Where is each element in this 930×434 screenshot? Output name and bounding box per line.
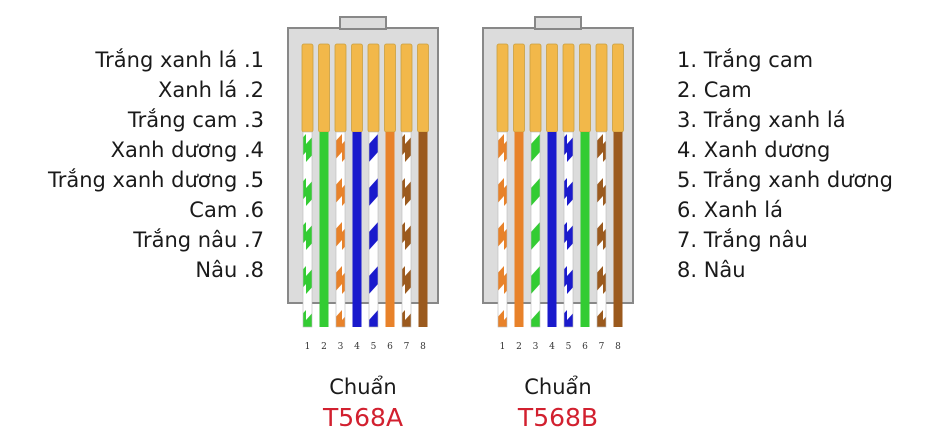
t568b-wire-2: 2 [513, 43, 525, 352]
left-label-5: Trắng xanh dương .5 [47, 168, 264, 192]
pin-number: 4 [354, 342, 360, 352]
wire-blue-solid [547, 132, 557, 327]
pin-number: 7 [404, 342, 410, 352]
t568b-wire-3: 3 [529, 43, 542, 352]
t568a-wire-3: 3 [334, 43, 347, 352]
connector-latch-tab [339, 16, 387, 30]
wire-green-white-striped [302, 131, 313, 328]
wire-orange-white-striped [497, 131, 508, 328]
t568a-wire-7: 7 [400, 43, 413, 352]
pin-number: 3 [338, 342, 344, 352]
pin-number: 1 [500, 342, 506, 352]
right-label-6: 6. Xanh lá [677, 198, 783, 222]
pin-number: 5 [371, 342, 377, 352]
connector-latch-tab [534, 16, 582, 30]
pin-contact [579, 43, 591, 133]
standard-caption: Chuẩn [524, 375, 591, 399]
pin-contact [612, 43, 624, 133]
pin-contact [513, 43, 525, 133]
t568b-pin-labels: 1. Trắng cam 2. Cam 3. Trắng xanh lá 4. Xan… [677, 48, 893, 282]
left-label-3: Trắng cam .3 [127, 108, 264, 132]
pin-number: 8 [420, 342, 426, 352]
wire-brown-solid [613, 132, 623, 327]
pin-contact [595, 43, 608, 133]
pin-number: 2 [516, 342, 522, 352]
t568b-wire-7: 7 [595, 43, 608, 352]
pin-contact [384, 43, 396, 133]
t568a-wire-2: 2 [318, 43, 330, 352]
pin-number: 7 [599, 342, 605, 352]
t568b-wire-5: 5 [562, 43, 575, 352]
pin-contact [400, 43, 413, 133]
wire-brown-solid [418, 132, 428, 327]
right-label-1: 1. Trắng cam [677, 48, 813, 72]
left-label-8: Nâu .8 [195, 258, 264, 282]
wire-green-solid [319, 132, 329, 327]
t568b-wire-6: 6 [579, 43, 591, 352]
t568b-wire-4: 4 [546, 43, 558, 352]
t568b-wire-8: 8 [612, 43, 624, 352]
t568b-wire-1: 1 [496, 43, 509, 352]
pin-contact [546, 43, 558, 133]
pin-contact [367, 43, 380, 133]
wire-brown-white-striped [401, 131, 412, 328]
pin-number: 6 [582, 342, 588, 352]
pin-contact [318, 43, 330, 133]
pin-number: 8 [615, 342, 621, 352]
pin-contact [529, 43, 542, 133]
right-label-3: 3. Trắng xanh lá [677, 108, 846, 132]
wire-blue-white-striped [563, 131, 574, 328]
right-label-4: 4. Xanh dương [677, 138, 830, 162]
wire-blue-solid [352, 132, 362, 327]
pin-number: 6 [387, 342, 393, 352]
pin-number: 3 [533, 342, 539, 352]
left-label-6: Cam .6 [189, 198, 264, 222]
pin-contact [417, 43, 429, 133]
right-label-7: 7. Trắng nâu [677, 228, 808, 252]
pin-contact [562, 43, 575, 133]
standard-name: T568A [322, 403, 403, 432]
standard-name: T568B [517, 403, 598, 432]
left-label-1: Trắng xanh lá .1 [94, 48, 264, 72]
pin-number: 4 [549, 342, 555, 352]
t568a-pin-labels: Trắng xanh lá .1 Xanh lá .2 Trắng cam .3 Xa… [47, 48, 264, 282]
t568a-wire-8: 8 [417, 43, 429, 352]
wire-orange-solid [514, 132, 524, 327]
pin-number: 1 [305, 342, 311, 352]
pin-contact [301, 43, 314, 133]
right-label-2: 2. Cam [677, 78, 752, 102]
wire-orange-white-striped [335, 131, 346, 328]
pin-number: 2 [321, 342, 327, 352]
wire-brown-white-striped [596, 131, 607, 328]
pin-number: 5 [566, 342, 572, 352]
left-label-2: Xanh lá .2 [158, 78, 264, 102]
right-label-8: 8. Nâu [677, 258, 746, 282]
t568a-wire-1: 1 [301, 43, 314, 352]
left-label-7: Trắng nâu .7 [132, 228, 264, 252]
wire-green-white-striped [530, 131, 541, 328]
pin-contact [496, 43, 509, 133]
t568a-wire-6: 6 [384, 43, 396, 352]
wire-green-solid [580, 132, 590, 327]
pin-contact [334, 43, 347, 133]
pin-contact [351, 43, 363, 133]
right-label-5: 5. Trắng xanh dương [677, 168, 893, 192]
wire-orange-solid [385, 132, 395, 327]
standard-caption: Chuẩn [329, 375, 396, 399]
t568a-wire-5: 5 [367, 43, 380, 352]
wire-blue-white-striped [368, 131, 379, 328]
left-label-4: Xanh dương .4 [111, 138, 264, 162]
t568a-wire-4: 4 [351, 43, 363, 352]
